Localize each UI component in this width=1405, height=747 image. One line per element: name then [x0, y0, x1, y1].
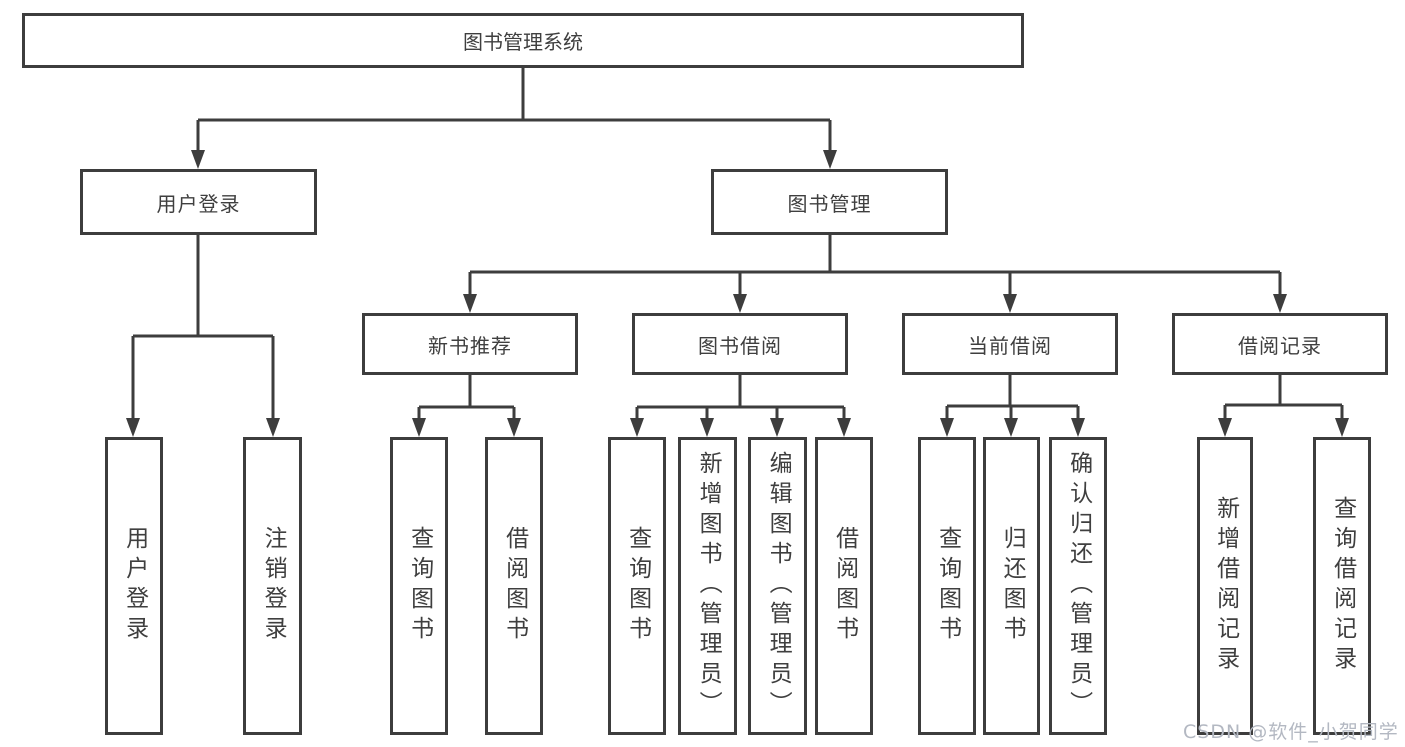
node-label: 用户登录: [121, 526, 148, 646]
node-label: 新增借阅记录: [1212, 496, 1239, 676]
leaf-confirm-return-admin: 确认归还（管理员）: [1049, 437, 1107, 735]
node-book-borrowing: 图书借阅: [632, 313, 848, 375]
node-label: 注销登录: [260, 526, 287, 646]
node-label: 归还图书: [999, 526, 1026, 646]
node-label: 新增图书（管理员）: [695, 451, 722, 721]
node-label: 借阅记录: [1238, 333, 1322, 358]
leaf-query-borrow-record: 查询借阅记录: [1313, 437, 1371, 735]
node-label: 查询图书: [406, 526, 433, 646]
node-new-book-recommendation: 新书推荐: [362, 313, 578, 375]
node-label: 编辑图书（管理员）: [765, 451, 792, 721]
node-label: 借阅图书: [501, 526, 528, 646]
leaf-add-books-admin: 新增图书（管理员）: [678, 437, 737, 735]
node-borrowing-records: 借阅记录: [1172, 313, 1388, 375]
leaf-edit-books-admin: 编辑图书（管理员）: [748, 437, 807, 735]
node-label: 当前借阅: [968, 333, 1052, 358]
node-label: 查询借阅记录: [1329, 496, 1356, 676]
csdn-watermark: CSDN @软件_小贺同学: [1183, 721, 1399, 743]
connector-paths: [131, 68, 1344, 421]
node-label: 确认归还（管理员）: [1065, 451, 1092, 721]
node-library-management-system: 图书管理系统: [22, 13, 1024, 68]
node-label: 查询图书: [934, 526, 961, 646]
leaf-query-books-3: 查询图书: [918, 437, 976, 735]
node-label: 借阅图书: [831, 526, 858, 646]
node-label: 图书管理系统: [463, 30, 583, 54]
node-current-borrowing: 当前借阅: [902, 313, 1118, 375]
node-label: 查询图书: [624, 526, 651, 646]
leaf-add-borrow-record: 新增借阅记录: [1197, 437, 1253, 735]
leaf-borrow-books-1: 借阅图书: [485, 437, 543, 735]
leaf-return-books: 归还图书: [983, 437, 1040, 735]
node-label: 新书推荐: [428, 333, 512, 358]
node-book-management: 图书管理: [711, 169, 948, 235]
leaf-query-books-1: 查询图书: [390, 437, 448, 735]
leaf-query-books-2: 查询图书: [608, 437, 666, 735]
node-label: 用户登录: [156, 191, 241, 216]
node-label: 图书借阅: [698, 333, 782, 358]
leaf-logout: 注销登录: [243, 437, 302, 735]
node-user-login: 用户登录: [80, 169, 317, 235]
node-label: 图书管理: [787, 191, 872, 216]
leaf-borrow-books-2: 借阅图书: [815, 437, 873, 735]
leaf-user-login: 用户登录: [105, 437, 163, 735]
